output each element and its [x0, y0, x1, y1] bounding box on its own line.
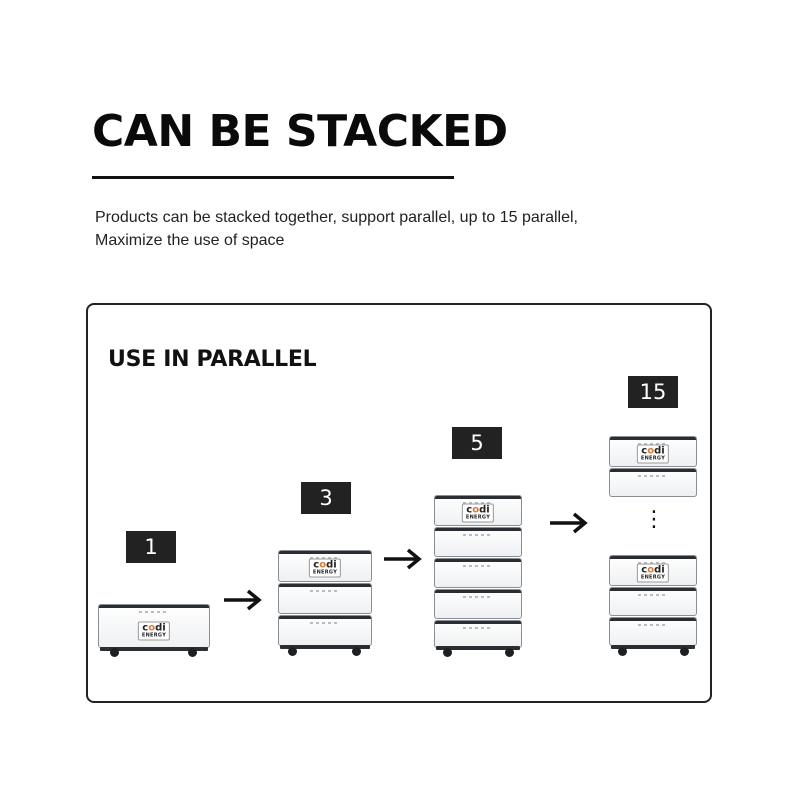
codi-energy-logo: codi ENERGY	[461, 503, 495, 523]
battery-module: codi ENERGY	[434, 495, 522, 526]
wheel	[505, 648, 514, 657]
page-title: CAN BE STACKED	[92, 106, 508, 157]
wheel	[352, 647, 361, 656]
wheel	[618, 647, 627, 656]
codi-energy-logo: codi ENERGY	[137, 621, 171, 641]
battery-module: codi ENERGY	[98, 604, 210, 648]
wheel	[188, 648, 197, 657]
count-badge-3: 3	[301, 482, 351, 514]
battery-module	[609, 468, 697, 497]
battery-module	[278, 583, 372, 614]
codi-energy-logo: codi ENERGY	[636, 444, 670, 464]
battery-module: codi ENERGY	[278, 550, 372, 582]
title-underline	[92, 176, 454, 179]
ellipsis-vertical-icon: ⋮	[643, 507, 665, 532]
right-arrow-icon	[224, 589, 262, 611]
description-line-1: Products can be stacked together, suppor…	[95, 209, 578, 226]
battery-module	[434, 589, 522, 619]
wheel	[680, 647, 689, 656]
count-badge-1: 1	[126, 531, 176, 563]
battery-module: codi ENERGY	[609, 436, 697, 467]
battery-module	[434, 620, 522, 648]
battery-module	[609, 617, 697, 646]
battery-module	[434, 558, 522, 588]
panel-title: USE IN PARALLEL	[108, 347, 317, 372]
count-badge-15: 15	[628, 376, 678, 408]
description: Products can be stacked together, suppor…	[95, 206, 775, 252]
count-badge-5: 5	[452, 427, 502, 459]
wheel	[110, 648, 119, 657]
right-arrow-icon	[384, 548, 422, 570]
battery-module	[434, 527, 522, 557]
right-arrow-icon	[550, 512, 588, 534]
parallel-panel	[86, 303, 712, 703]
codi-energy-logo: codi ENERGY	[636, 563, 670, 583]
battery-module: codi ENERGY	[609, 555, 697, 586]
codi-energy-logo: codi ENERGY	[308, 558, 342, 578]
description-line-2: Maximize the use of space	[95, 232, 285, 249]
wheel	[443, 648, 452, 657]
wheel	[288, 647, 297, 656]
battery-module	[278, 615, 372, 646]
battery-module	[609, 587, 697, 616]
